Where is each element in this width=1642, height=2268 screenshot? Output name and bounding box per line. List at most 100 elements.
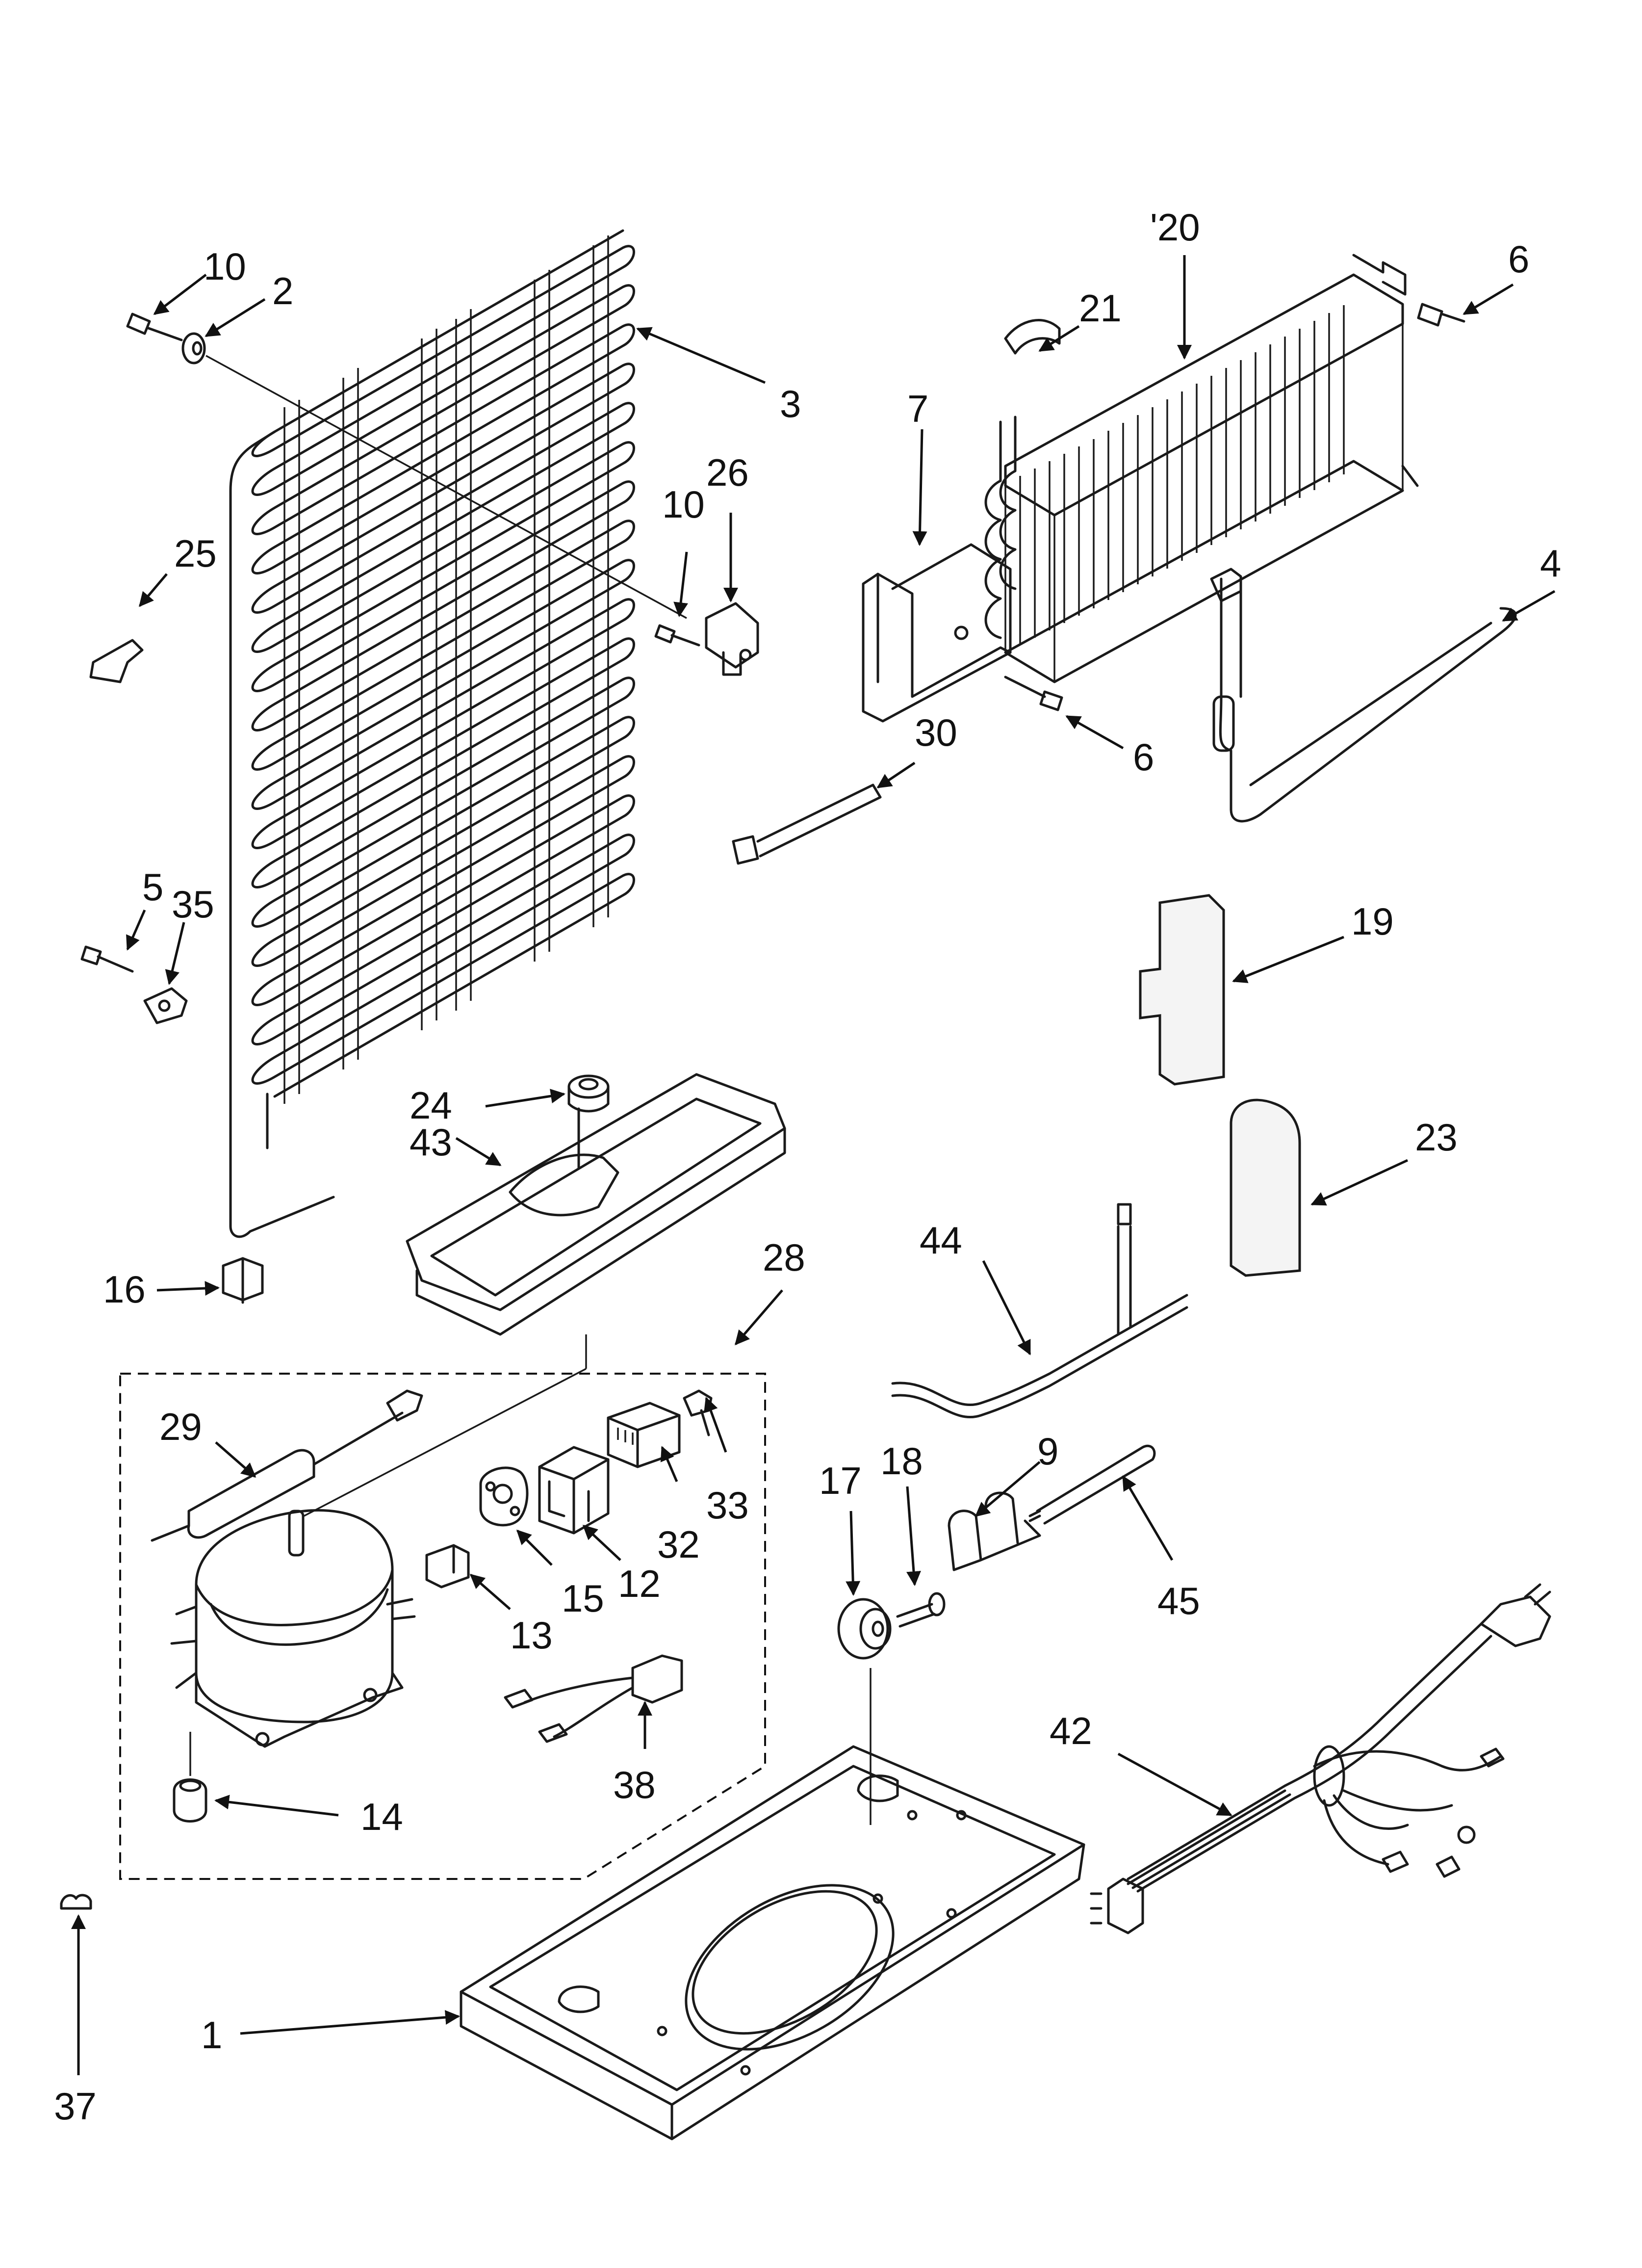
leader-45 [1122,1475,1174,1561]
callout-35: 35 [172,883,214,926]
callout-7: 7 [907,387,928,430]
foam-block-23-icon [1230,1098,1301,1277]
callout-9: 9 [1037,1430,1058,1473]
callout-43: 43 [410,1121,452,1164]
bracket-9-icon [948,1491,1041,1571]
wire-harness-38-icon [504,1654,683,1743]
leader-9 [975,1461,1041,1517]
callout-24: 24 [410,1084,452,1127]
bracket-35-icon [143,987,188,1024]
leader-7 [912,429,927,546]
leader-44 [982,1260,1031,1356]
leader-lines [71,255,1556,2075]
leader-3 [636,327,766,384]
leader-16 [156,1281,220,1296]
callout-16: 16 [103,1268,146,1311]
leader-5 [126,909,146,951]
evaporator [984,254,1419,683]
screw-6b-icon [1004,676,1063,711]
callout-26: 26 [706,451,749,494]
callout-14: 14 [360,1795,403,1838]
callout-3: 3 [780,382,801,425]
callout-19: 19 [1351,900,1394,943]
axle-18-icon [896,1592,946,1628]
callout-29: 29 [159,1405,202,1448]
capacitor-bracket-26-icon [705,602,759,676]
callout-12: 12 [618,1562,661,1605]
callout-44: 44 [920,1219,962,1262]
cable-tie-30-icon [732,783,882,865]
leader-35 [165,922,185,985]
screw-10b-icon [654,624,700,647]
drain-tube-44-icon [891,1203,1188,1419]
leader-1 [240,2010,460,2035]
callout-2: 2 [272,269,293,313]
callout-labels: 10 2 3 25 10 26 '20 21 7 6 4 6 30 19 23 … [54,206,1561,2128]
base-pan-1-icon [460,1745,1085,2140]
drain-trough-7-icon [862,543,1012,723]
tube-45-icon [1028,1445,1156,1525]
leader-6b [1065,715,1124,750]
grommet-2-icon [181,332,206,365]
clip-37-icon [60,1894,92,1910]
callout-4: 4 [1540,542,1561,585]
leader-42 [1117,1752,1232,1817]
callout-15: 15 [562,1577,604,1620]
callout-42: 42 [1050,1709,1092,1752]
screw-10-icon [126,313,183,341]
callout-18: 18 [880,1439,923,1483]
callout-10a: 10 [204,245,246,288]
leader-33 [704,1397,727,1453]
leader-32 [660,1446,678,1482]
leader-28 [735,1289,783,1346]
overload-15-icon [479,1466,529,1527]
leader-10b [673,551,688,617]
drain-pan-43-icon [406,1073,786,1336]
nut-24-icon [567,1074,610,1113]
leader-15 [516,1529,553,1566]
callout-5: 5 [142,865,163,909]
filter-drier-29-icon [151,1389,423,1542]
callout-37: 37 [54,2085,97,2128]
bracket-25-icon [89,639,144,683]
leader-43 [455,1137,502,1167]
callout-6b: 6 [1133,735,1154,779]
leader-14 [214,1795,339,1817]
roller-17-icon [837,1598,892,1660]
callout-1: 1 [201,2013,222,2057]
screw-5-icon [80,945,134,973]
screw-6a-icon [1417,303,1465,327]
leader-29 [215,1441,257,1478]
callout-45: 45 [1157,1579,1200,1622]
grommet-14-icon [173,1778,207,1823]
callout-20: '20 [1150,206,1200,249]
callout-25: 25 [174,532,217,575]
power-cord-42-icon [1090,1583,1551,1934]
callout-32: 32 [657,1523,700,1566]
relay-12-icon [538,1446,610,1535]
condenser-coil [229,229,635,1238]
callout-33: 33 [706,1484,749,1527]
callout-30: 30 [915,711,957,754]
relay-clip-13-icon [425,1544,470,1589]
clip-16-icon [222,1257,264,1304]
leader-10a [153,274,207,315]
leader-19 [1232,936,1344,983]
compressor-icon [170,1509,416,1748]
leader-4 [1502,590,1556,622]
callout-10b: 10 [662,483,705,526]
leader-13 [469,1574,511,1610]
callout-38: 38 [613,1763,656,1806]
callout-17: 17 [819,1459,862,1502]
leader-18 [906,1486,921,1586]
callout-13: 13 [510,1614,553,1657]
callout-28: 28 [763,1236,805,1279]
leader-30 [876,761,916,789]
foam-block-19-icon [1139,894,1225,1086]
clip-21-icon [1004,319,1061,355]
capacitor-32-icon [607,1402,681,1468]
defrost-heater-4-icon [1210,568,1517,823]
leader-24 [485,1089,565,1108]
screw-33-icon [683,1389,713,1436]
